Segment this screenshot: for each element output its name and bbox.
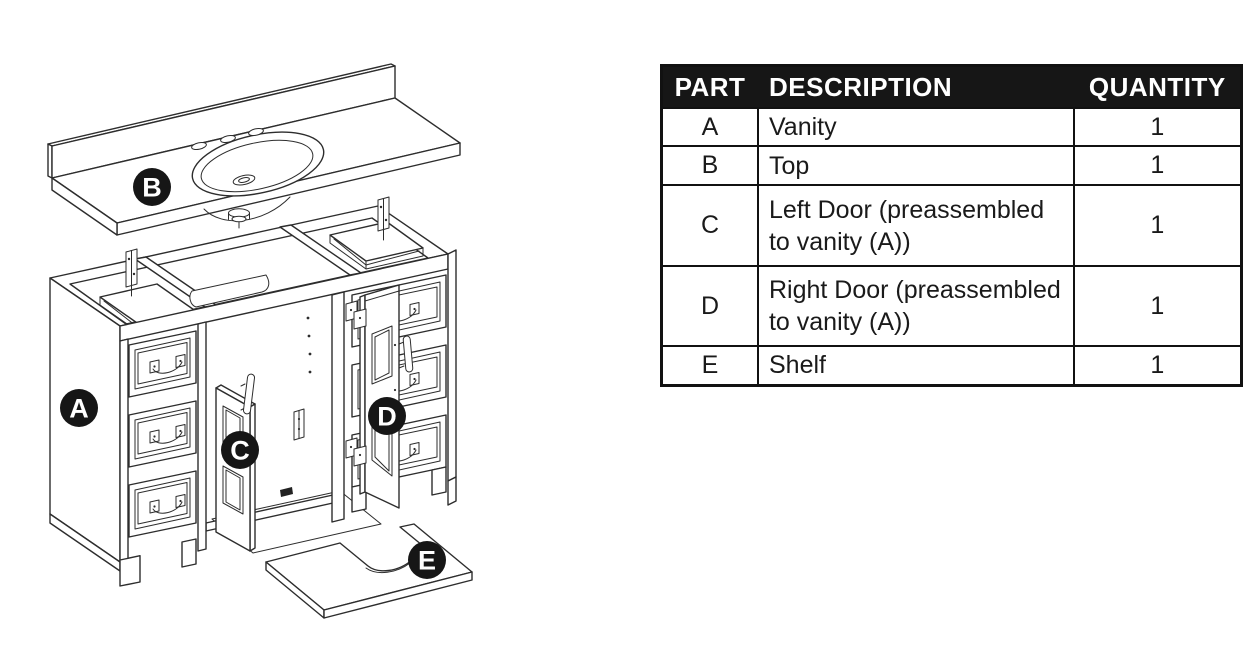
vanity-cabinet-part-a	[49, 196, 457, 587]
description-cell: Top	[756, 145, 1075, 186]
left-stack-leg	[181, 538, 197, 568]
mounting-bracket-left	[125, 248, 138, 297]
shelf-support-bracket	[293, 408, 305, 441]
middle-left-stile	[197, 321, 207, 552]
drawer	[128, 330, 197, 398]
part-cell: A	[660, 107, 759, 147]
sink-drain	[232, 174, 256, 186]
part-label-b: B	[133, 168, 171, 206]
sink-basin	[191, 131, 325, 197]
interior-back-rail	[189, 274, 270, 308]
countertop-left-band	[51, 177, 118, 236]
col-header-description: DESCRIPTION	[756, 64, 1075, 109]
label-letter: C	[230, 436, 250, 466]
face-frame	[119, 253, 449, 587]
table-row: D Right Door (preassembled to vanity (A)…	[660, 265, 1243, 347]
quantity-cell: 1	[1072, 107, 1243, 147]
label-letter: A	[69, 394, 89, 424]
quantity-cell: 1	[1072, 265, 1243, 347]
right-drawer-bay-opening	[329, 221, 424, 270]
door-handle	[240, 373, 256, 415]
shelf-pin-hole	[306, 316, 310, 320]
part-label-a: A	[60, 389, 98, 427]
label-circle	[368, 397, 406, 435]
shelf-pin-hole	[308, 352, 312, 356]
faucet-holes	[191, 127, 264, 151]
shelf-pin-hole	[308, 370, 312, 374]
description-cell: Right Door (preassembled to vanity (A))	[756, 265, 1075, 347]
parts-table: PART DESCRIPTION QUANTITY A Vanity 1 B T…	[660, 64, 1243, 387]
col-header-part: PART	[660, 64, 759, 109]
label-circle	[221, 431, 259, 469]
door-hinge-top	[345, 300, 367, 330]
label-letter: D	[377, 402, 397, 432]
quantity-cell: 1	[1072, 345, 1243, 386]
exploded-parts-diagram: A B C D E	[47, 63, 473, 619]
label-circle	[60, 389, 98, 427]
door-hinge-bottom	[345, 437, 367, 467]
table-row: B Top 1	[660, 145, 1243, 186]
table-row: E Shelf 1	[660, 345, 1243, 386]
table-row: C Left Door (preassembled to vanity (A))…	[660, 184, 1243, 267]
part-cell: E	[660, 345, 759, 386]
description-cell: Vanity	[756, 107, 1075, 147]
floor-latch	[280, 487, 293, 497]
sink-underside	[203, 196, 291, 229]
mounting-bracket-right	[377, 196, 390, 241]
drawer-handle	[149, 494, 186, 514]
part-label-e: E	[408, 541, 446, 579]
part-label-d: D	[368, 397, 406, 435]
part-label-c: C	[221, 431, 259, 469]
label-letter: B	[142, 173, 162, 203]
left-stile	[119, 338, 129, 563]
shelf-top-face	[265, 523, 473, 611]
description-cell: Shelf	[756, 345, 1075, 386]
drawer	[128, 400, 197, 468]
description-cell: Left Door (preassembled to vanity (A))	[756, 184, 1075, 267]
drawer-handle	[149, 354, 186, 374]
quantity-cell: 1	[1072, 184, 1243, 267]
middle-right-stile	[331, 291, 345, 523]
shelf-pin-hole	[307, 334, 311, 338]
part-cell: D	[660, 265, 759, 347]
part-cell: B	[660, 145, 759, 186]
table-header-row: PART DESCRIPTION QUANTITY	[660, 64, 1243, 109]
countertop-part-b	[47, 63, 461, 236]
right-end-panel-edge	[447, 249, 457, 506]
col-header-quantity: QUANTITY	[1072, 64, 1243, 109]
door-face	[364, 284, 400, 509]
shelf-part-e	[265, 523, 473, 619]
label-circle	[408, 541, 446, 579]
door-handle	[398, 335, 414, 373]
label-circle	[133, 168, 171, 206]
right-door-part-d	[345, 284, 414, 509]
drawer-handle	[149, 424, 186, 444]
shelf-front-edge	[323, 571, 473, 619]
door-free-edge	[249, 403, 256, 552]
left-front-leg	[119, 555, 141, 587]
part-cell: C	[660, 184, 759, 267]
label-letter: E	[418, 546, 436, 576]
drawer	[128, 470, 197, 538]
right-stack-leg-right	[431, 466, 447, 496]
table-row: A Vanity 1	[660, 107, 1243, 147]
quantity-cell: 1	[1072, 145, 1243, 186]
left-drawer-stack	[128, 330, 197, 568]
